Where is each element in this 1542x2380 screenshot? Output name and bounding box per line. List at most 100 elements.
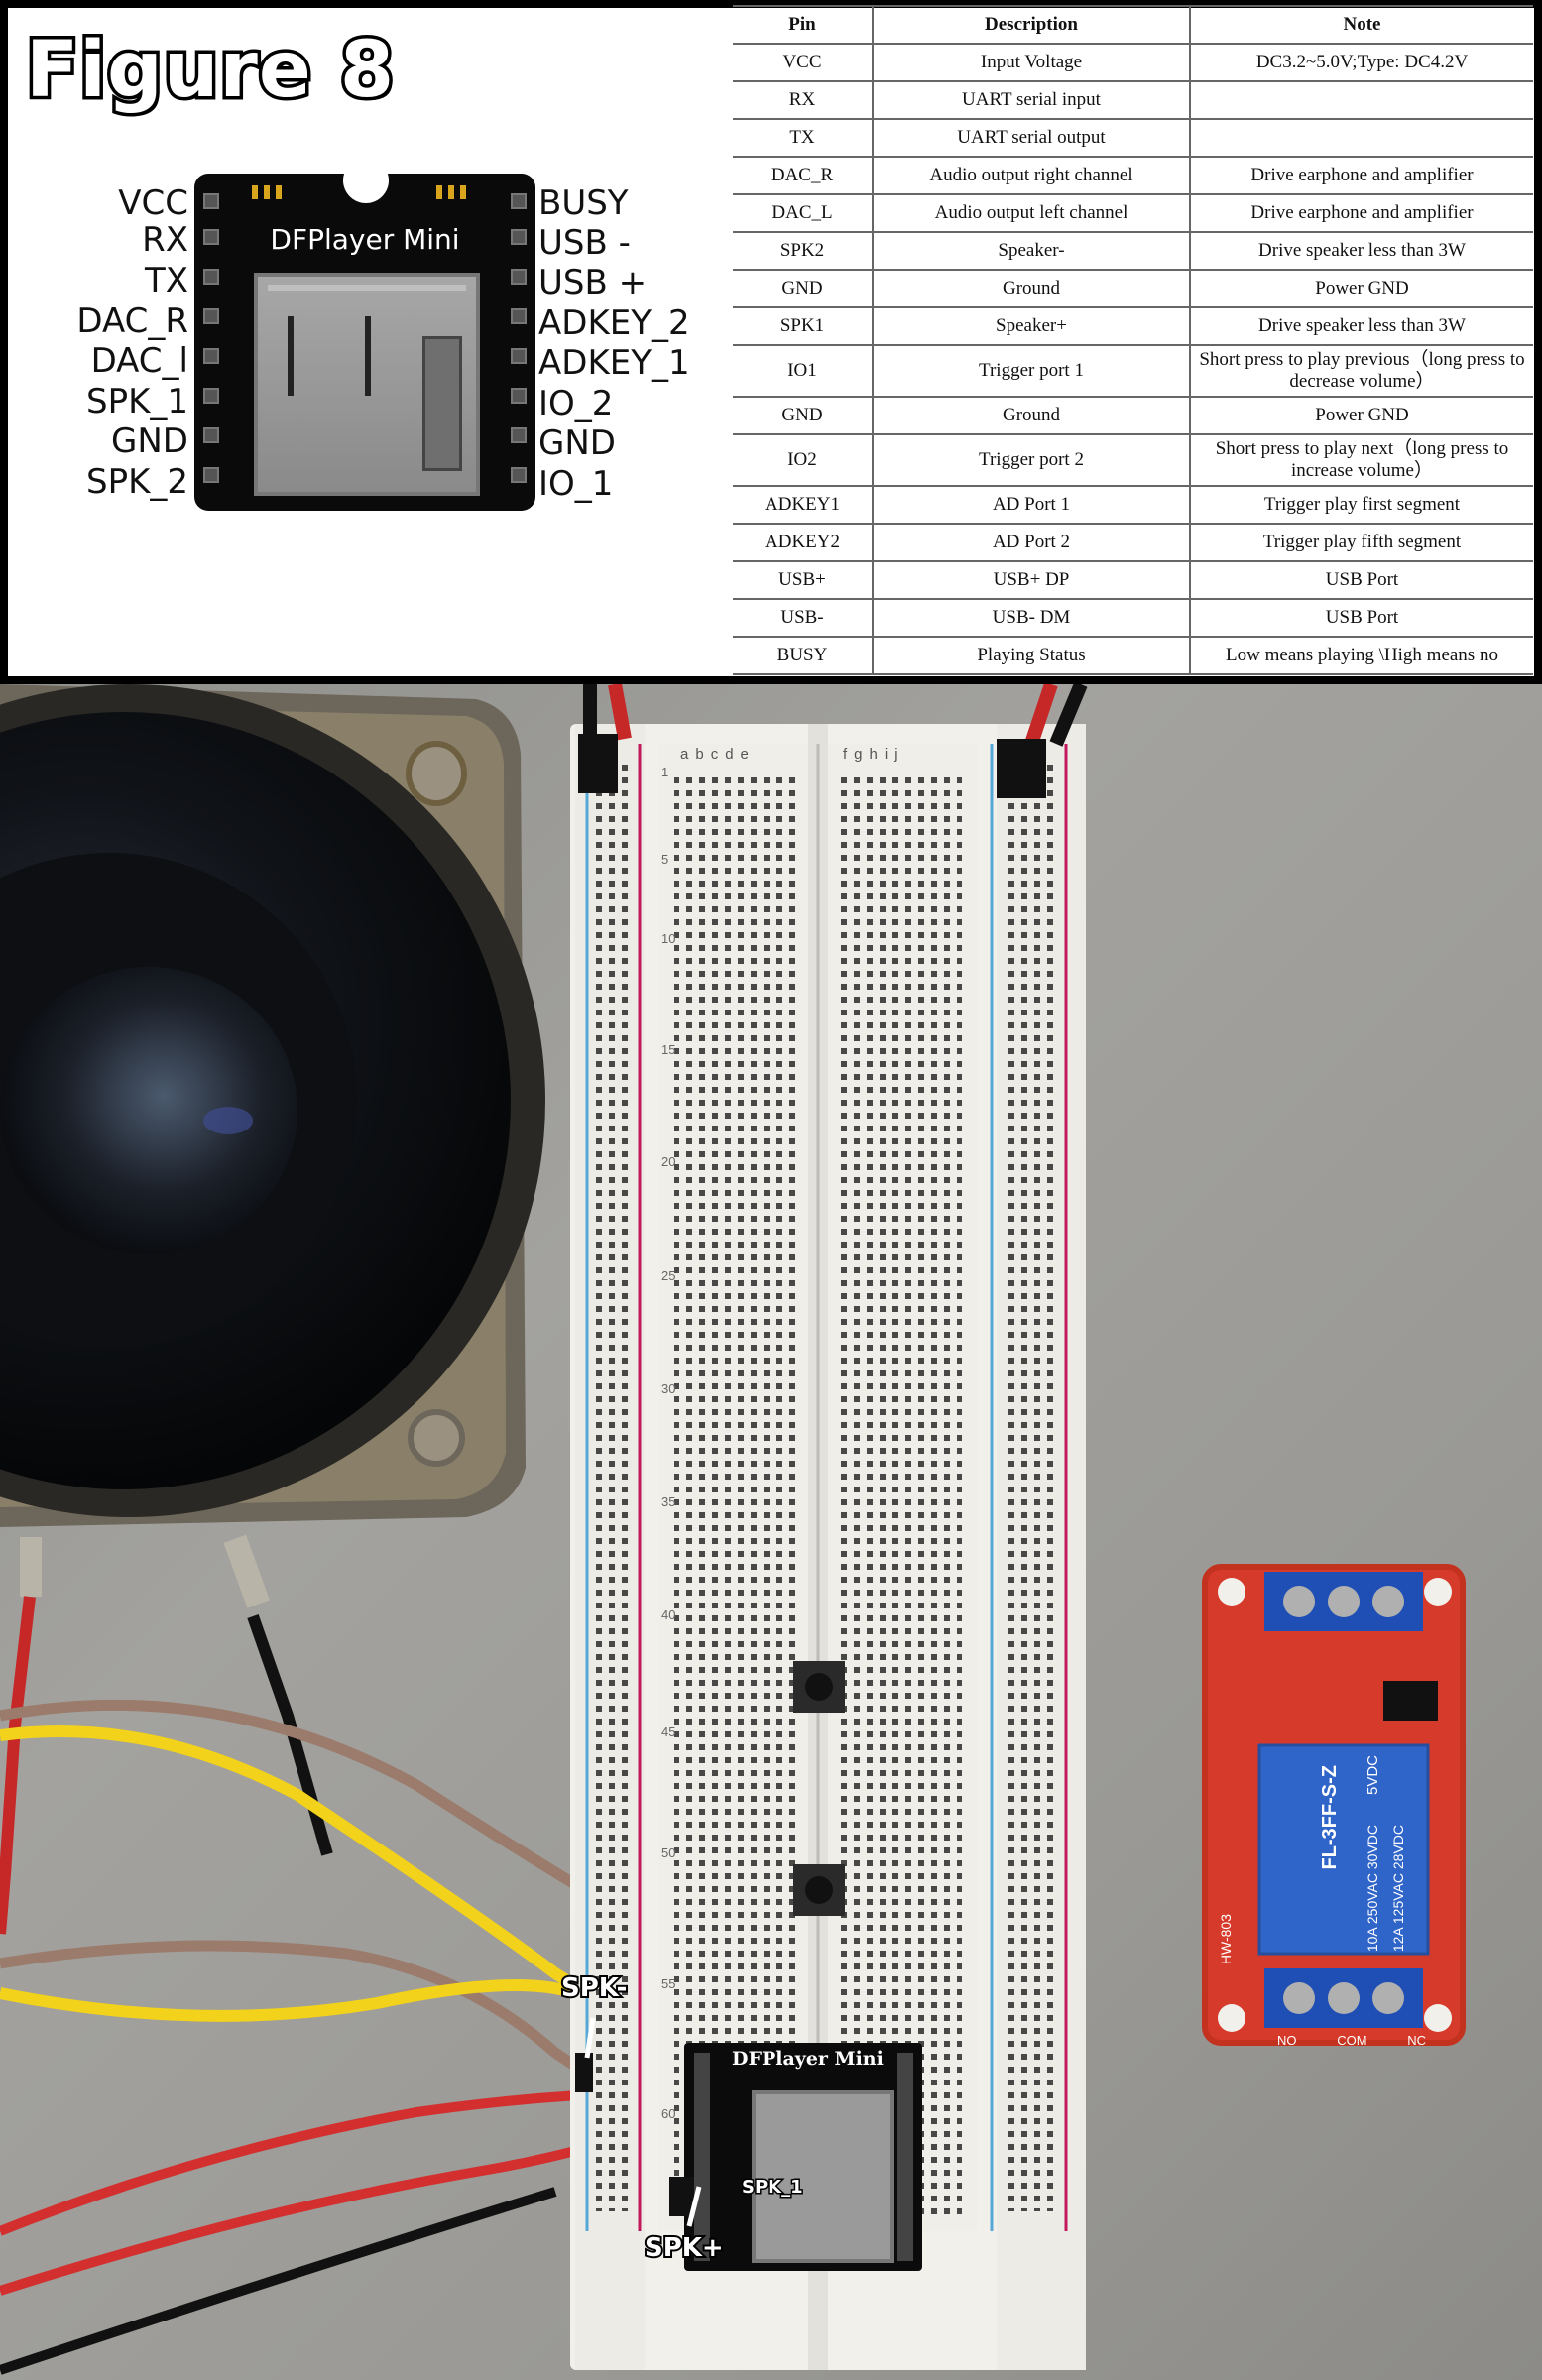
cell-pin: VCC	[733, 44, 874, 82]
annotation-spk-1: SPK_1	[741, 2176, 805, 2200]
cell-description: Trigger port 2	[873, 434, 1191, 487]
cell-description: Ground	[873, 397, 1191, 435]
row-number: 10	[661, 931, 676, 946]
wiring-photo-drawing	[0, 684, 1466, 2375]
column-label: d	[725, 746, 741, 763]
cell-pin: ADKEY2	[733, 524, 874, 562]
cell-pin: USB-	[733, 599, 874, 638]
column-label: g	[854, 746, 870, 763]
cell-note: Low means playing \High means no	[1190, 637, 1533, 675]
column-header-note: Note	[1190, 5, 1533, 45]
relay-board-id: HW-803	[1218, 1914, 1234, 1965]
terminal-label-no: NO	[1277, 2033, 1297, 2048]
cell-note: Drive earphone and amplifier	[1190, 157, 1533, 195]
cell-pin: GND	[733, 270, 874, 308]
pin-label-gnd-right: GND	[538, 423, 616, 463]
column-header-pin: Pin	[733, 5, 874, 45]
column-label: j	[894, 746, 905, 763]
cell-pin: RX	[733, 81, 874, 120]
cell-pin: IO1	[733, 345, 874, 398]
cell-description: AD Port 2	[873, 524, 1191, 562]
right-header-pins	[508, 187, 530, 485]
cell-pin: DAC_L	[733, 194, 874, 233]
cell-description: Speaker+	[873, 307, 1191, 346]
wiring-photo: abcde fghij 1 5 10 15 20 25 30 35 40 45 …	[0, 684, 1542, 2380]
terminal-label-com: COM	[1337, 2033, 1367, 2048]
row-number: 55	[661, 1976, 676, 1991]
cell-note: Drive speaker less than 3W	[1190, 232, 1533, 271]
cell-pin: USB+	[733, 561, 874, 600]
table-header-row: Pin Description Note	[733, 5, 1533, 45]
cell-pin: SPK2	[733, 232, 874, 271]
cell-note: Trigger play first segment	[1190, 486, 1533, 525]
row-number: 25	[661, 1268, 676, 1283]
pin-label-usb-minus: USB -	[538, 223, 631, 263]
row-number: 1	[661, 765, 669, 779]
pin-label-rx: RX	[142, 220, 188, 260]
cell-description: UART serial input	[873, 81, 1191, 120]
dfplayer-silkscreen: DFPlayer Mini	[732, 2048, 884, 2070]
row-number: 50	[661, 1845, 676, 1860]
pin-label-dac-l: DAC_l	[90, 341, 188, 381]
row-number: 5	[661, 852, 669, 867]
cell-note: Drive speaker less than 3W	[1190, 307, 1533, 346]
cell-pin: ADKEY1	[733, 486, 874, 525]
cell-note: Trigger play fifth segment	[1190, 524, 1533, 562]
cell-note	[1190, 81, 1533, 120]
relay-module	[1202, 1564, 1466, 2046]
left-header-pins	[200, 187, 222, 485]
column-label: c	[710, 746, 726, 763]
column-label: i	[884, 746, 895, 763]
row-number: 15	[661, 1042, 676, 1057]
pin-label-busy: BUSY	[538, 183, 629, 223]
cell-pin: TX	[733, 119, 874, 158]
cell-note: Short press to play previous（long press …	[1190, 345, 1533, 398]
cell-pin: IO2	[733, 434, 874, 487]
pin-label-tx: TX	[144, 261, 188, 300]
cell-note: Power GND	[1190, 397, 1533, 435]
cell-pin: GND	[733, 397, 874, 435]
module-notch	[343, 158, 389, 203]
cell-description: Trigger port 1	[873, 345, 1191, 398]
relay-rating-coil: 5VDC	[1364, 1755, 1381, 1796]
cell-note	[1190, 119, 1533, 158]
cell-description: USB- DM	[873, 599, 1191, 638]
cell-note: Power GND	[1190, 270, 1533, 308]
column-label: e	[740, 746, 756, 763]
reference-panel: Figure 8 VCC RX TX DAC_R DAC_l SPK_1 GND…	[0, 0, 1542, 684]
relay-model: FL-3FF-S-Z	[1319, 1765, 1341, 1870]
pin-label-usb-plus: USB +	[538, 263, 648, 302]
column-header-description: Description	[873, 5, 1191, 45]
cell-description: Speaker-	[873, 232, 1191, 271]
cell-pin: DAC_R	[733, 157, 874, 195]
terminal-label-nc: NC	[1407, 2033, 1426, 2048]
cell-description: Ground	[873, 270, 1191, 308]
row-number: 20	[661, 1154, 676, 1169]
column-label: f	[843, 746, 855, 763]
column-label: b	[695, 746, 711, 763]
speaker	[0, 684, 545, 1608]
relay-terminal-labels: NO COM NC	[1277, 2033, 1426, 2048]
sd-card-slot	[254, 273, 480, 496]
pin-label-vcc: VCC	[118, 183, 188, 223]
annotation-spk-minus: SPK-	[559, 1971, 629, 2005]
cell-description: USB+ DP	[873, 561, 1191, 600]
pin-label-adkey-2: ADKEY_2	[538, 303, 690, 343]
column-label: a	[680, 746, 696, 763]
cell-description: Input Voltage	[873, 44, 1191, 82]
row-number: 40	[661, 1607, 676, 1622]
cell-description: Playing Status	[873, 637, 1191, 675]
row-number: 35	[661, 1494, 676, 1509]
pin-label-io-2: IO_2	[538, 384, 614, 423]
